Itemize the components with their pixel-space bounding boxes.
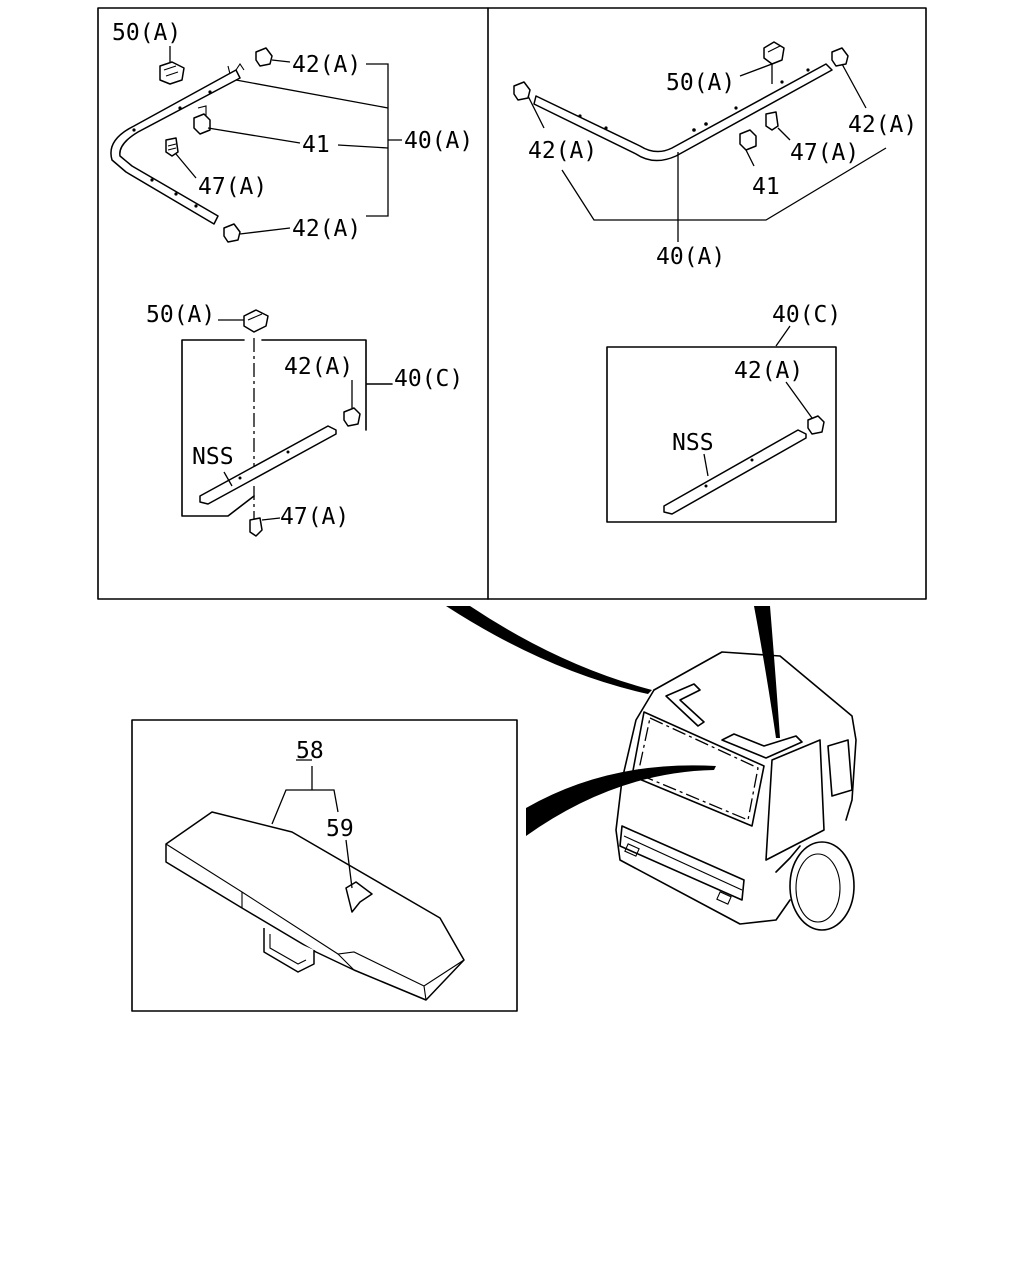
callout-47a-right: 47(A): [790, 140, 859, 166]
right-rail-assembly: [513, 41, 887, 242]
mount-tab: [263, 928, 315, 973]
callout-50a-right: 50(A): [666, 70, 735, 96]
straight-strip-right: [663, 429, 807, 515]
pointer-arc-right: [754, 606, 780, 738]
roof-vent-left: [665, 683, 705, 727]
lower-detail-frame: [131, 719, 518, 1012]
straight-strip-left: [199, 425, 337, 505]
right-strip-assembly: [606, 325, 837, 523]
cab-roof-outline: [653, 651, 857, 821]
end-cap-42a-top-part: [255, 47, 273, 67]
nut-41-part: [193, 113, 211, 135]
left-strip-assembly: [181, 309, 393, 537]
grille: [619, 825, 745, 901]
clip-50a-right-part: [763, 41, 785, 65]
pointer-arcs: [446, 606, 780, 836]
screw-47a-strip-part: [249, 517, 263, 537]
callout-50a-left: 50(A): [112, 20, 181, 46]
cab-body-outline: [615, 689, 791, 925]
callout-42a-left-of-right: 42(A): [528, 138, 597, 164]
front-wheel: [789, 841, 855, 931]
callout-47a-left: 47(A): [198, 174, 267, 200]
callout-nss-left: NSS: [192, 444, 234, 470]
end-cap-42a-strip-part: [343, 407, 361, 427]
callout-42a-strip-left: 42(A): [284, 354, 353, 380]
v-shaped-rail: [533, 63, 833, 162]
callout-41-right: 41: [752, 174, 780, 200]
side-window: [765, 739, 825, 861]
callout-41-left: 41: [302, 132, 330, 158]
lower-frame-border: [131, 719, 518, 1012]
callout-59: 59: [326, 816, 354, 842]
callout-40a-right: 40(A): [656, 244, 725, 270]
cover-panel-58: [165, 811, 465, 1001]
callout-nss-right: NSS: [672, 430, 714, 456]
callout-47a-strip-left: 47(A): [280, 504, 349, 530]
end-cap-42a-right-part: [831, 47, 849, 67]
end-cap-42a-strip-right-part: [807, 415, 825, 435]
truck-cab-illustration: [615, 651, 857, 931]
windshield: [631, 711, 765, 827]
pointer-arc-left: [446, 606, 652, 694]
end-cap-42a-left-part: [513, 81, 531, 101]
callout-58: 58: [296, 738, 324, 764]
clip-50a-part: [159, 61, 185, 85]
callout-42a-right: 42(A): [848, 112, 917, 138]
left-rail-assembly: [110, 46, 402, 243]
strip-40c-bracket: [181, 339, 393, 517]
clip-50a-strip-part: [243, 309, 269, 333]
callout-40a-left: 40(A): [404, 128, 473, 154]
callout-42a-strip-right: 42(A): [734, 358, 803, 384]
screw-47a-part: [165, 137, 179, 157]
callout-42a-top-left: 42(A): [292, 52, 361, 78]
screw-47a-right-part: [765, 111, 779, 131]
pointer-arc-lower: [526, 765, 716, 836]
end-cap-42a-bottom-part: [223, 223, 241, 243]
nut-41-right-part: [739, 129, 757, 151]
clip-59-part: [345, 881, 373, 913]
detail-frame-border: [97, 7, 927, 600]
top-detail-frame: [97, 7, 927, 600]
roof-vent-right: [721, 733, 803, 759]
strip-40c-right-box: [606, 346, 837, 523]
callout-40c-left: 40(C): [394, 366, 463, 392]
callout-50a-strip-left: 50(A): [146, 302, 215, 328]
callout-42a-bottom-left: 42(A): [292, 216, 361, 242]
callout-40c-right: 40(C): [772, 302, 841, 328]
